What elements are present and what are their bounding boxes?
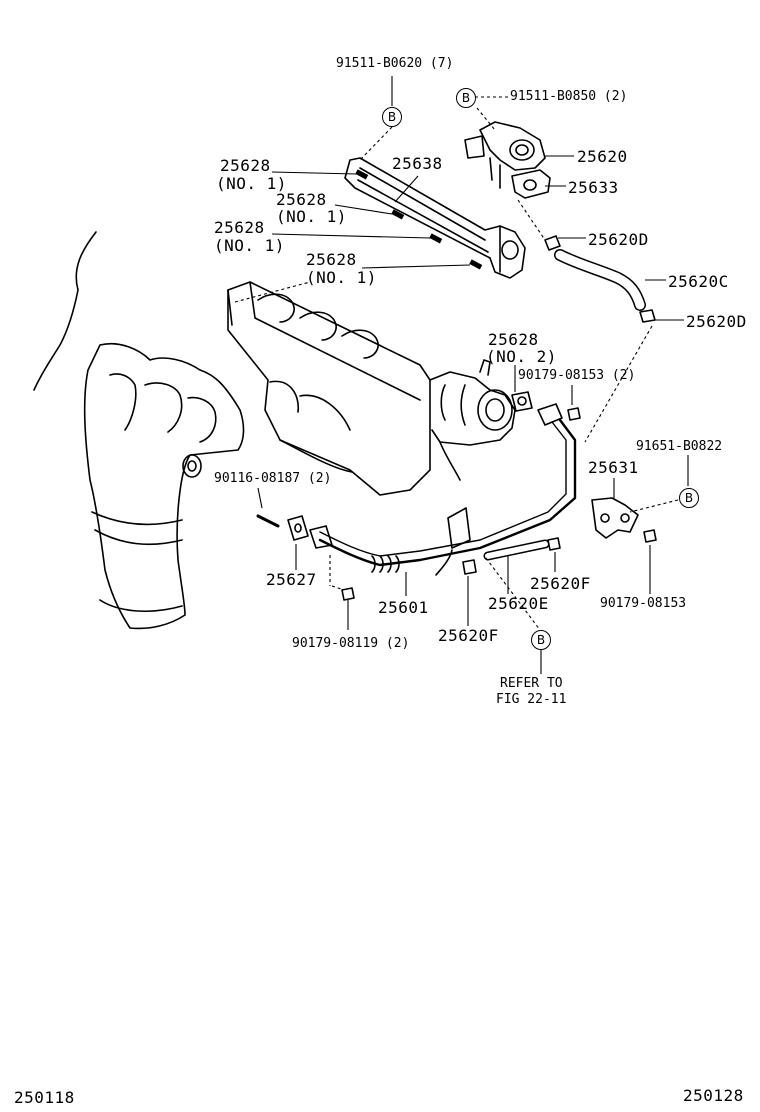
label-25628-no2-sub: (NO. 2) [486, 347, 557, 366]
illustration-code-right: 250128 [683, 1086, 744, 1105]
label-90179-08153-2: 90179-08153 (2) [518, 368, 636, 383]
refer-note-line2: FIG 22-11 [496, 692, 567, 707]
label-25628-a-sub: (NO. 1) [216, 174, 287, 193]
engine-block [227, 281, 516, 496]
callout-b-top: B [382, 107, 402, 127]
label-25627: 25627 [266, 570, 317, 589]
refer-note-line1: REFER TO [500, 676, 563, 691]
label-91651-b0822: 91651-B0822 [636, 439, 723, 454]
label-25620d-bottom: 25620D [686, 312, 747, 331]
label-90179-08119: 90179-08119 (2) [292, 636, 410, 651]
label-25638: 25638 [392, 154, 443, 173]
egr-cooler [344, 157, 526, 279]
label-25620: 25620 [577, 147, 628, 166]
bracket-25631 [591, 497, 639, 539]
exhaust-manifold [83, 342, 245, 630]
label-25628-b: 25628 [276, 190, 327, 209]
label-25633: 25633 [568, 178, 619, 197]
label-25631: 25631 [588, 458, 639, 477]
label-25620f-right: 25620F [530, 574, 591, 593]
label-90116-08187: 90116-08187 (2) [214, 471, 332, 486]
label-25628-c-sub: (NO. 1) [214, 236, 285, 255]
label-25620e: 25620E [488, 594, 549, 613]
label-25628-c: 25628 [214, 218, 265, 237]
label-91511-b0620: 91511-B0620 (7) [336, 56, 454, 71]
illustration-code-left: 250118 [14, 1088, 75, 1107]
stud-bolt-90116 [256, 514, 280, 528]
label-25620f-bottom: 25620F [438, 626, 499, 645]
label-25628-no2: 25628 [488, 330, 539, 349]
label-25628-d-sub: (NO. 1) [306, 268, 377, 287]
clamp-25620d-top [544, 235, 561, 251]
callout-b-valve: B [456, 88, 476, 108]
nut-90179-08119 [341, 587, 355, 601]
label-25620d-top: 25620D [588, 230, 649, 249]
gasket-25628-no2 [511, 391, 533, 412]
clamp-25620f-bottom [462, 559, 477, 575]
label-25628-b-sub: (NO. 1) [276, 207, 347, 226]
label-25628-a: 25628 [220, 156, 271, 175]
label-90179-08153: 90179-08153 [600, 596, 687, 611]
body-contour [33, 231, 97, 391]
label-25620c: 25620C [668, 272, 729, 291]
gaskets-25628-no1 [355, 169, 483, 270]
egr-pipe-25601 [318, 418, 577, 567]
label-25601: 25601 [378, 598, 429, 617]
clamp-25620f-right [547, 537, 561, 551]
egr-valve [464, 121, 546, 189]
clamp-25620d-bottom [639, 309, 656, 323]
callout-b-bracket: B [679, 488, 699, 508]
nut-90179-08153 [643, 529, 657, 543]
label-91511-b0850: 91511-B0850 (2) [510, 89, 628, 104]
gasket-25627 [287, 515, 309, 541]
nut-90179-08153-2 [567, 407, 581, 421]
label-25628-d: 25628 [306, 250, 357, 269]
callout-b-refer: B [531, 630, 551, 650]
gasket-25633 [511, 169, 551, 199]
